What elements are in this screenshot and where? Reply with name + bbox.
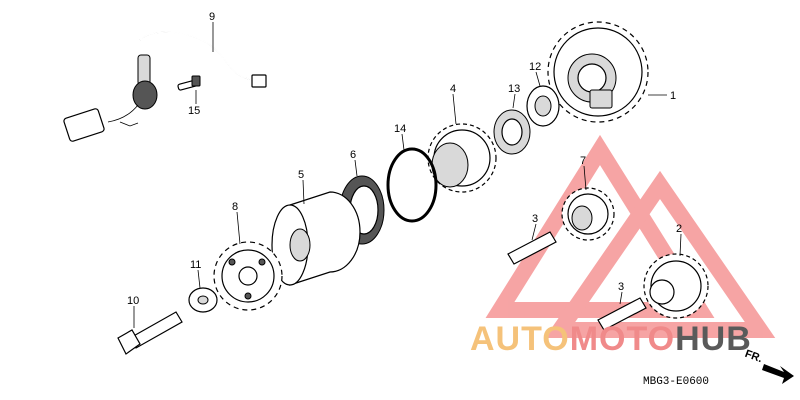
callout-8: 8 xyxy=(232,201,238,213)
part-12-washer xyxy=(526,85,560,127)
watermark-moto: MOTO xyxy=(570,320,675,358)
part-9-wire-harness xyxy=(63,31,267,142)
callout-15: 15 xyxy=(188,105,200,117)
callout-5: 5 xyxy=(298,169,304,181)
callout-14: 14 xyxy=(394,123,406,135)
part-15-bolt xyxy=(177,75,201,91)
part-5-clutch-housing xyxy=(271,191,361,286)
callout-3-upper: 3 xyxy=(532,213,538,225)
part-7-small-gear xyxy=(561,187,615,241)
part-10-flange-bolt xyxy=(117,311,183,355)
part-11-washer xyxy=(188,287,218,313)
watermark-logo xyxy=(485,134,776,338)
direction-indicator: FR. xyxy=(743,348,794,384)
part-8-sprocket xyxy=(213,241,283,311)
callout-9: 9 xyxy=(209,11,215,23)
callout-7: 7 xyxy=(580,155,586,167)
part-4-gear xyxy=(427,123,497,193)
part-3-pin-lower xyxy=(597,297,647,331)
callout-4: 4 xyxy=(450,83,456,95)
part-13-needle-bearing xyxy=(493,109,531,155)
callout-2: 2 xyxy=(676,223,682,235)
callout-10: 10 xyxy=(127,295,139,307)
part-14-snap-ring xyxy=(386,147,438,223)
watermark-hub: HUB xyxy=(675,320,752,358)
svg-text:AUTOMOTOHUB: AUTOMOTOHUB xyxy=(470,320,752,358)
diagram-code: MBG3-E0600 xyxy=(643,376,709,388)
callout-12: 12 xyxy=(529,61,541,73)
part-1-large-gear xyxy=(547,21,649,123)
callout-11: 11 xyxy=(190,259,201,271)
callout-1: 1 xyxy=(670,90,676,102)
callout-6: 6 xyxy=(350,149,356,161)
watermark-auto: AUTO xyxy=(470,320,570,358)
direction-arrow-icon xyxy=(762,364,794,384)
direction-label: FR. xyxy=(743,348,764,365)
part-2-double-gear xyxy=(643,253,709,319)
part-3-pin-upper xyxy=(507,231,557,265)
callout-13: 13 xyxy=(508,83,520,95)
callout-3-lower: 3 xyxy=(618,281,624,293)
watermark-text: AUTOMOTOHUB xyxy=(470,320,752,358)
callout-labels: 1 2 3 3 4 5 6 7 8 9 10 11 12 13 14 15 xyxy=(127,11,682,307)
leader-lines xyxy=(133,22,682,328)
